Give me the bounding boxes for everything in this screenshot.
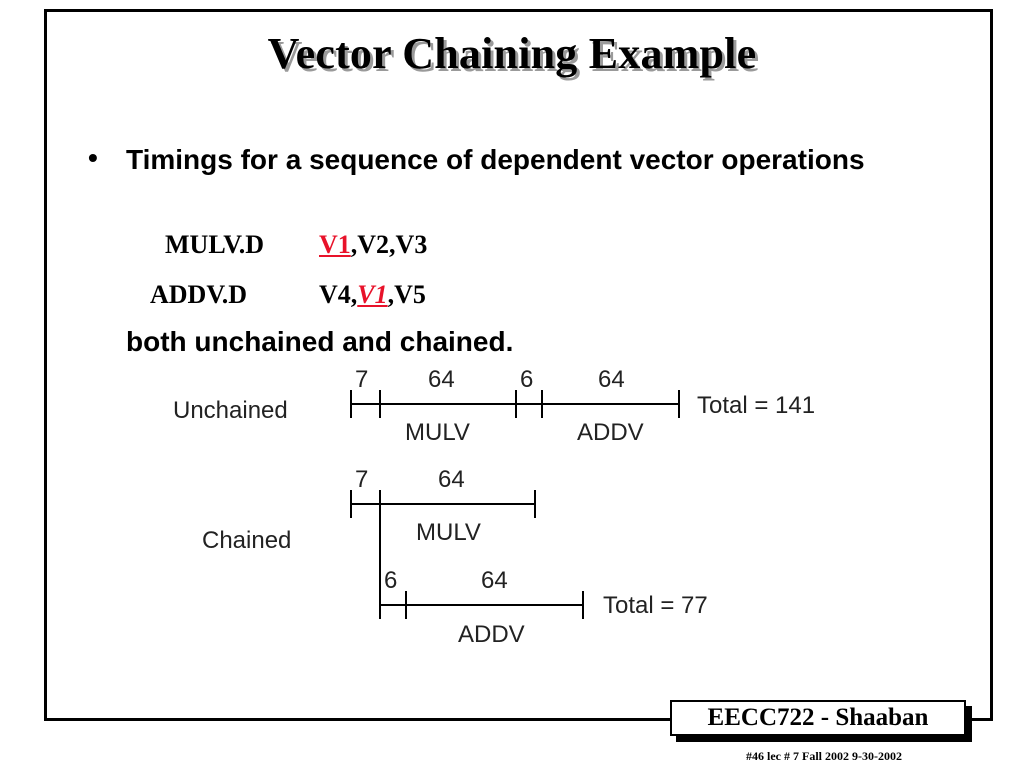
chained-addv-seg: 64: [481, 567, 508, 594]
bullet-text: Timings for a sequence of dependent vect…: [126, 144, 865, 175]
instruction-operands: ,V2,V3: [350, 230, 428, 259]
unchained-seg-addv-startup: 6: [520, 366, 533, 393]
truncated-text-line: both unchained and chained.: [126, 326, 606, 352]
unchained-timeline: [350, 390, 680, 418]
badge-text: EECC722 - Shaaban: [670, 700, 966, 736]
instruction-dependent-register: V1: [357, 280, 388, 309]
bullet-marker: •: [88, 142, 98, 173]
chained-op-addv: ADDV: [458, 621, 525, 648]
chained-addv-seg-startup: 6: [384, 567, 397, 594]
chained-op-mulv: MULV: [416, 519, 481, 546]
chained-mulv-seg-startup: 7: [355, 466, 368, 493]
instruction-dest-register: V1: [319, 230, 351, 259]
slide-title: Vector Chaining Example: [267, 29, 757, 78]
course-badge: EECC722 - Shaaban: [670, 700, 972, 742]
chained-mulv-seg: 64: [438, 466, 465, 493]
unchained-seg-startup: 7: [355, 366, 368, 393]
slide-footer: #46 lec # 7 Fall 2002 9-30-2002: [746, 749, 902, 763]
unchained-seg-mulv: 64: [428, 366, 455, 393]
instruction-addv: ADDV.D V4,V1,V5: [150, 280, 426, 310]
instruction-mulv: MULV.D V1,V2,V3: [165, 230, 427, 260]
instruction-op: ADDV.D: [150, 280, 248, 309]
instruction-operands: ,V5: [387, 280, 426, 309]
unchained-op-addv: ADDV: [577, 419, 644, 446]
unchained-total: Total = 141: [697, 392, 815, 419]
unchained-op-mulv: MULV: [405, 419, 470, 446]
unchained-seg-addv: 64: [598, 366, 625, 393]
unchained-label: Unchained: [173, 397, 288, 424]
chained-total: Total = 77: [603, 592, 708, 619]
chained-label: Chained: [202, 527, 291, 554]
chained-timeline: [350, 490, 584, 619]
slide-frame: [44, 9, 993, 721]
instruction-op: MULV.D: [165, 230, 264, 259]
instruction-dest-register: V4,: [319, 280, 358, 309]
truncated-text: both unchained and chained.: [126, 326, 514, 352]
